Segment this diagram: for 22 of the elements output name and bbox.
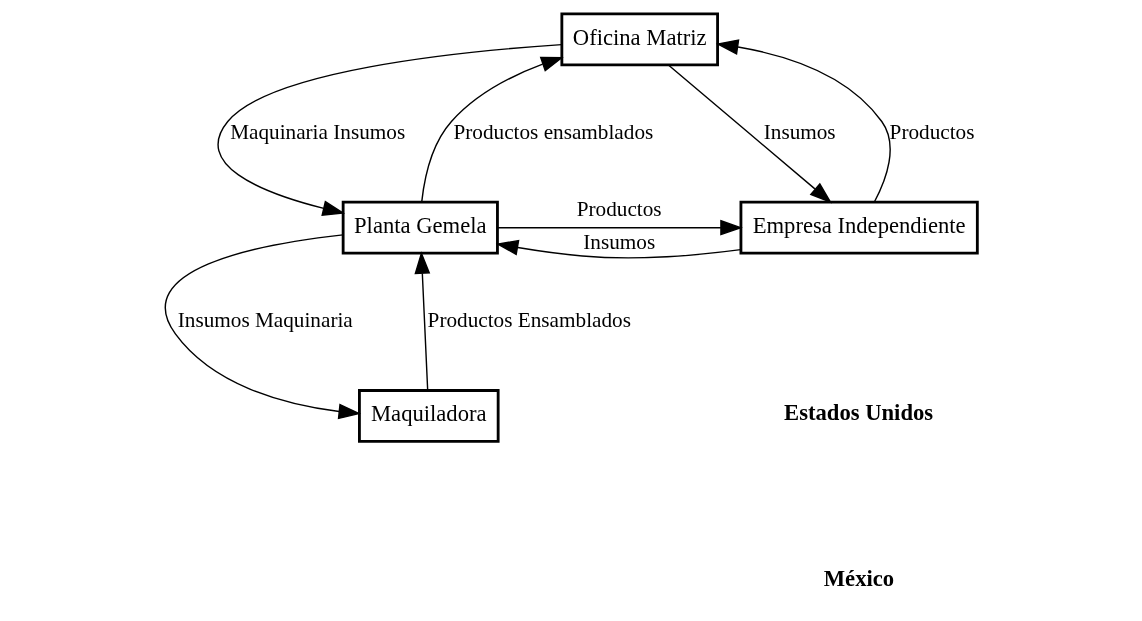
node-box: Planta Gemela: [341, 200, 499, 255]
edge-label: Insumos: [763, 119, 836, 144]
edge-label: Productos ensamblados: [453, 119, 654, 144]
label: México: [823, 565, 895, 591]
label: Estados Unidos: [784, 399, 934, 425]
arrow: [217, 43, 563, 216]
edge-label: Maquinaria Insumos: [230, 119, 406, 144]
node-box: Maquiladora: [358, 389, 500, 443]
edge-label: Productos Ensamblados: [427, 307, 631, 332]
arrow: [495, 239, 742, 259]
edge-label: Insumos Maquinaria: [177, 307, 353, 332]
edge-label: Insumos: [583, 229, 656, 254]
edge-label: Productos: [889, 119, 975, 144]
arrow: [164, 234, 362, 420]
arrow: [421, 56, 564, 203]
node-box: Oficina Matriz: [560, 12, 719, 67]
arrow: [715, 39, 891, 203]
node-box: Empresa Independiente: [739, 200, 979, 255]
arrow: [414, 251, 431, 391]
edge-label: Productos: [576, 197, 662, 222]
arrow: [667, 64, 833, 204]
arrow: [497, 219, 743, 236]
